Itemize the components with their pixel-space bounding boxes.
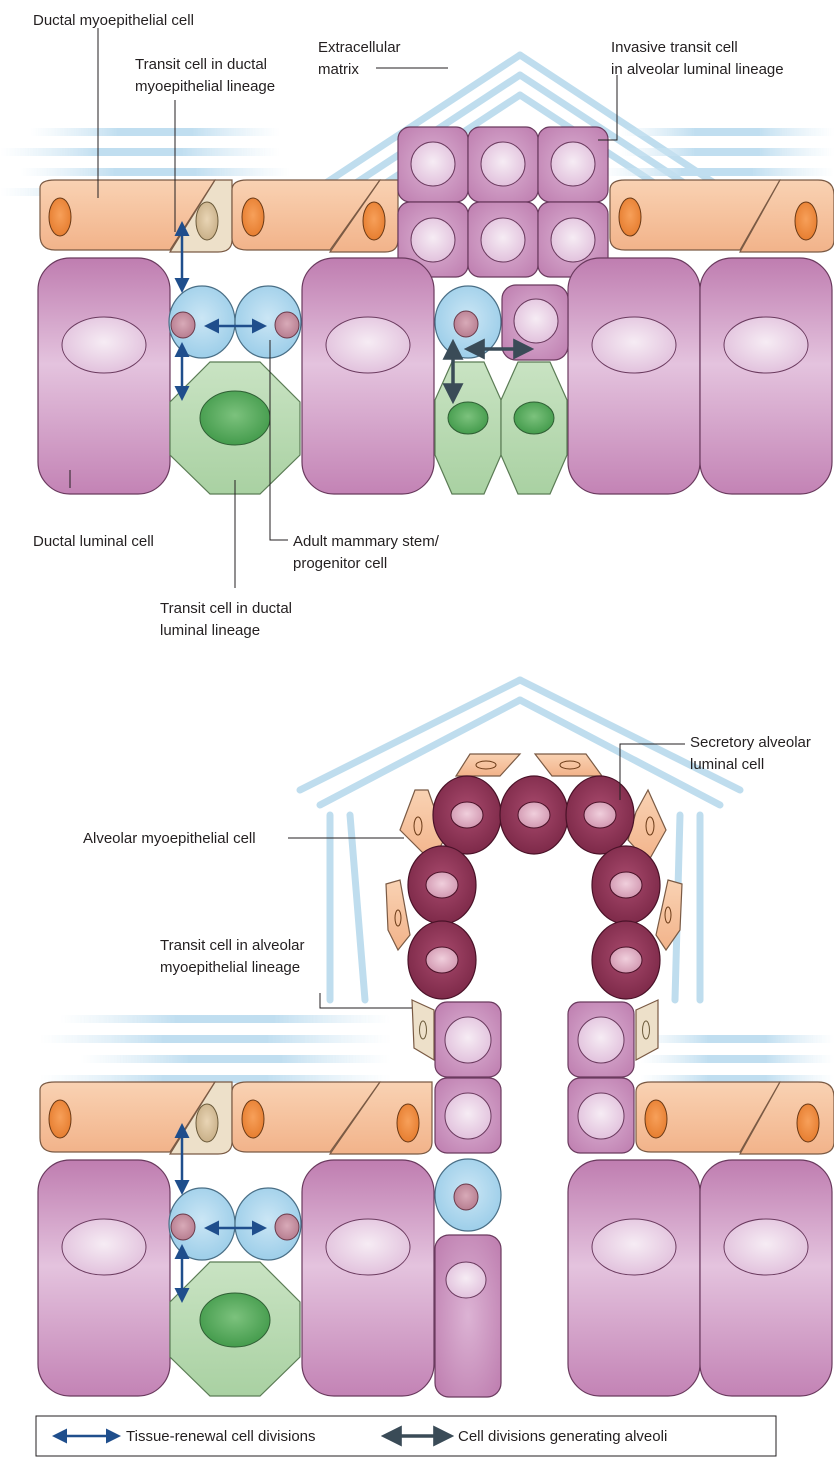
- label-invasive-line1: Invasive transit cell: [611, 39, 738, 56]
- legend-tissue-renewal-label: Tissue-renewal cell divisions: [126, 1428, 316, 1445]
- legend-alveoli-label: Cell divisions generating alveoli: [458, 1428, 667, 1445]
- label-transit-ductal-myo-line1: Transit cell in ductal: [135, 56, 267, 73]
- legend: Tissue-renewal cell divisions Cell divis…: [36, 1416, 776, 1456]
- label-transit-alveolar-myo-line2: myoepithelial lineage: [160, 959, 300, 976]
- label-transit-ductal-myo-line2: myoepithelial lineage: [135, 78, 275, 95]
- transit-luminal-cells-bottom: [170, 1262, 300, 1396]
- label-stem-line1: Adult mammary stem/: [293, 533, 440, 550]
- label-alveolar-myoepithelial: Alveolar myoepithelial cell: [83, 830, 256, 847]
- secretory-alveolar-luminal-cells: [408, 776, 660, 999]
- ductal-luminal-cells-top: [38, 258, 832, 494]
- label-stem-line2: progenitor cell: [293, 555, 387, 572]
- label-invasive-line2: in alveolar luminal lineage: [611, 61, 784, 78]
- alveolar-luminal-column-cells: [435, 1002, 634, 1153]
- label-extracellular-line2: matrix: [318, 61, 359, 78]
- label-secretory-line1: Secretory alveolar: [690, 734, 811, 751]
- bottom-panel: Secretory alveolar luminal cell Alveolar…: [38, 680, 834, 1397]
- invasive-transit-cells: [398, 127, 608, 277]
- label-ductal-luminal: Ductal luminal cell: [33, 533, 154, 550]
- label-ductal-myoepithelial: Ductal myoepithelial cell: [33, 12, 194, 29]
- label-secretory-line2: luminal cell: [690, 756, 764, 773]
- label-transit-ductal-lum-line2: luminal lineage: [160, 622, 260, 639]
- label-transit-alveolar-myo-line1: Transit cell in alveolar: [160, 937, 305, 954]
- top-panel: Ductal myoepithelial cell Transit cell i…: [0, 12, 834, 639]
- label-extracellular-line1: Extracellular: [318, 39, 401, 56]
- label-transit-ductal-lum-line1: Transit cell in ductal: [160, 600, 292, 617]
